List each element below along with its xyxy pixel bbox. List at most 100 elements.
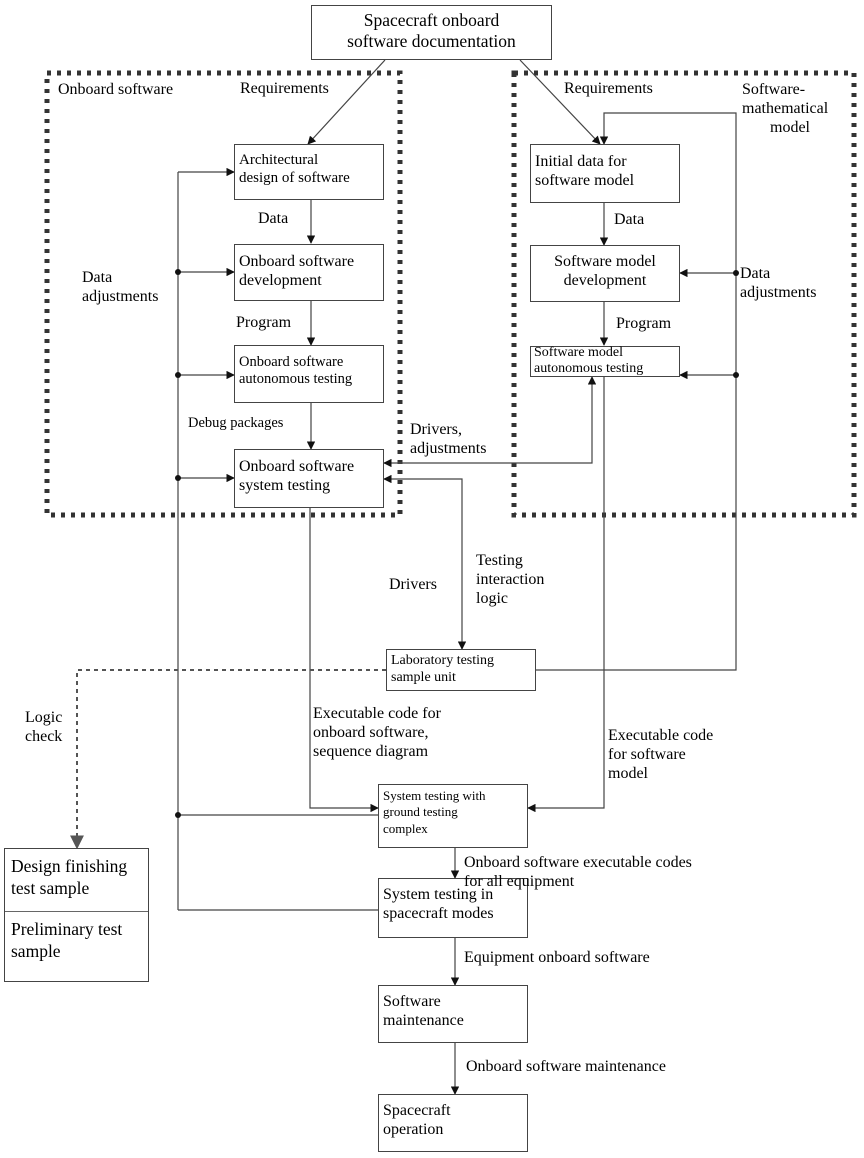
onboard-software-development-node: Onboard software development <box>234 244 384 301</box>
software-model-group-title: Software- mathematical model <box>740 80 831 138</box>
program-left-label: Program <box>236 314 292 331</box>
data-adjustments-right-label: Data adjustments <box>740 264 816 302</box>
label-line: adjustments <box>740 284 817 302</box>
test-sample-bottom: Preliminary test sample <box>5 912 148 966</box>
label-line: adjustments <box>82 288 159 306</box>
node-line: maintenance <box>383 1012 464 1030</box>
test-sample-top: Design finishing test sample <box>5 849 148 903</box>
node-line: development <box>563 272 647 290</box>
program-right-label: Program <box>616 315 672 332</box>
drivers-adjustments-label: Drivers, adjustments <box>410 420 486 458</box>
node-line: Spacecraft onboard <box>363 10 500 30</box>
architectural-design-node: Architectural design of software <box>234 144 384 200</box>
software-model-development-node: Software model development <box>530 245 680 302</box>
node-line: ground testing <box>383 804 458 820</box>
onboard-software-maintenance-label: Onboard software maintenance <box>466 1058 666 1075</box>
label-line: model <box>608 765 648 783</box>
doc-to-arch-arrow <box>307 59 386 145</box>
right-feedback-line <box>536 112 737 671</box>
onboard-software-system-testing-node: Onboard software system testing <box>234 449 384 508</box>
node-line: sample <box>11 940 61 961</box>
label-line: Testing <box>476 552 523 569</box>
data-right-label: Data <box>614 211 645 228</box>
node-line: operation <box>383 1121 444 1139</box>
node-line: Design finishing <box>11 856 128 876</box>
software-maintenance-node: Software maintenance <box>378 985 528 1043</box>
logic-check-dashed-arrow <box>70 669 386 850</box>
node-line: software model <box>535 172 635 190</box>
junction-dot <box>175 372 181 378</box>
junction-dot <box>175 812 181 818</box>
node-line: System testing with <box>383 788 486 803</box>
node-line: sample unit <box>391 669 456 685</box>
label-line: Data <box>82 269 113 286</box>
label-line: interaction <box>476 571 545 589</box>
testing-interaction-logic-label: Testing interaction logic <box>476 551 544 609</box>
requirements-right-label: Requirements <box>564 80 653 97</box>
spacecraft-operation-node: Spacecraft operation <box>378 1094 528 1152</box>
initial-data-node: Initial data for software model <box>530 144 680 203</box>
node-line: autonomous testing <box>239 371 353 388</box>
group-title-line: model <box>770 119 810 137</box>
label-line: sequence diagram <box>313 743 429 761</box>
data-adjustments-left-label: Data adjustments <box>82 268 158 306</box>
doc-to-initial-arrow <box>519 59 601 145</box>
node-line: Onboard software <box>239 354 344 370</box>
laboratory-testing-unit-node: Laboratory testing sample unit <box>386 649 536 691</box>
node-line: Architectural <box>239 152 319 168</box>
data-left-label: Data <box>258 210 289 227</box>
executable-code-model-label: Executable code for software model <box>608 726 713 784</box>
node-line: Spacecraft <box>383 1102 451 1119</box>
exec-obs-arrow <box>309 508 379 813</box>
node-line: Laboratory testing <box>391 653 495 668</box>
node-line: Software <box>383 993 441 1010</box>
node-line: software documentation <box>347 31 516 51</box>
node-line: autonomous testing <box>534 361 644 377</box>
label-line: check <box>25 728 63 746</box>
node-line: design of software <box>239 170 350 186</box>
label-line: onboard software, <box>313 724 429 742</box>
node-line: complex <box>383 820 428 836</box>
documentation-node: Spacecraft onboard software documentatio… <box>311 5 552 60</box>
node-line: spacecraft modes <box>383 905 494 923</box>
group-title-line: mathematical <box>742 100 829 118</box>
drivers-label: Drivers <box>389 576 437 593</box>
junction-dot <box>733 270 739 276</box>
onboard-software-group-title: Onboard software <box>56 80 176 100</box>
ground-testing-complex-node: System testing with ground testing compl… <box>378 784 528 848</box>
requirements-left-label: Requirements <box>240 80 329 97</box>
onboard-software-group-border <box>44 70 403 518</box>
group-title-line: Software- <box>742 81 806 98</box>
onboard-software-autonomous-testing-node: Onboard software autonomous testing <box>234 345 384 403</box>
label-line: Data <box>740 265 771 282</box>
junction-dot <box>175 269 181 275</box>
software-model-group-border <box>511 70 857 518</box>
node-line: test sample <box>11 877 90 898</box>
drivers-adjustments-arrow <box>383 376 597 468</box>
test-sample-divider <box>5 910 148 912</box>
label-line: Executable code for <box>313 705 441 722</box>
test-sample-node: Design finishing test sample Preliminary… <box>4 848 149 982</box>
exec-sm-arrow <box>527 377 605 813</box>
label-line: for software <box>608 746 686 764</box>
equipment-onboard-software-label: Equipment onboard software <box>464 949 650 966</box>
label-line: logic <box>476 590 508 608</box>
logic-check-label: Logic check <box>25 708 62 746</box>
junction-dot <box>733 372 739 378</box>
label-line: Onboard software executable codes <box>464 854 692 871</box>
label-line: Logic <box>25 709 63 726</box>
spacecraft-modes-testing-node: System testing in spacecraft modes <box>378 878 528 938</box>
node-line: Preliminary test <box>11 918 123 939</box>
node-line: system testing <box>239 477 331 495</box>
node-line: Initial data for <box>535 153 627 170</box>
label-line: for all equipment <box>464 873 575 891</box>
node-line: development <box>239 272 322 290</box>
node-line: Software model <box>554 253 656 270</box>
executable-code-onboard-label: Executable code for onboard software, se… <box>313 704 441 762</box>
junction-dot <box>175 475 181 481</box>
label-line: Drivers, <box>410 421 462 438</box>
node-line: Onboard software <box>239 253 355 270</box>
testing-logic-arrow <box>383 474 467 650</box>
